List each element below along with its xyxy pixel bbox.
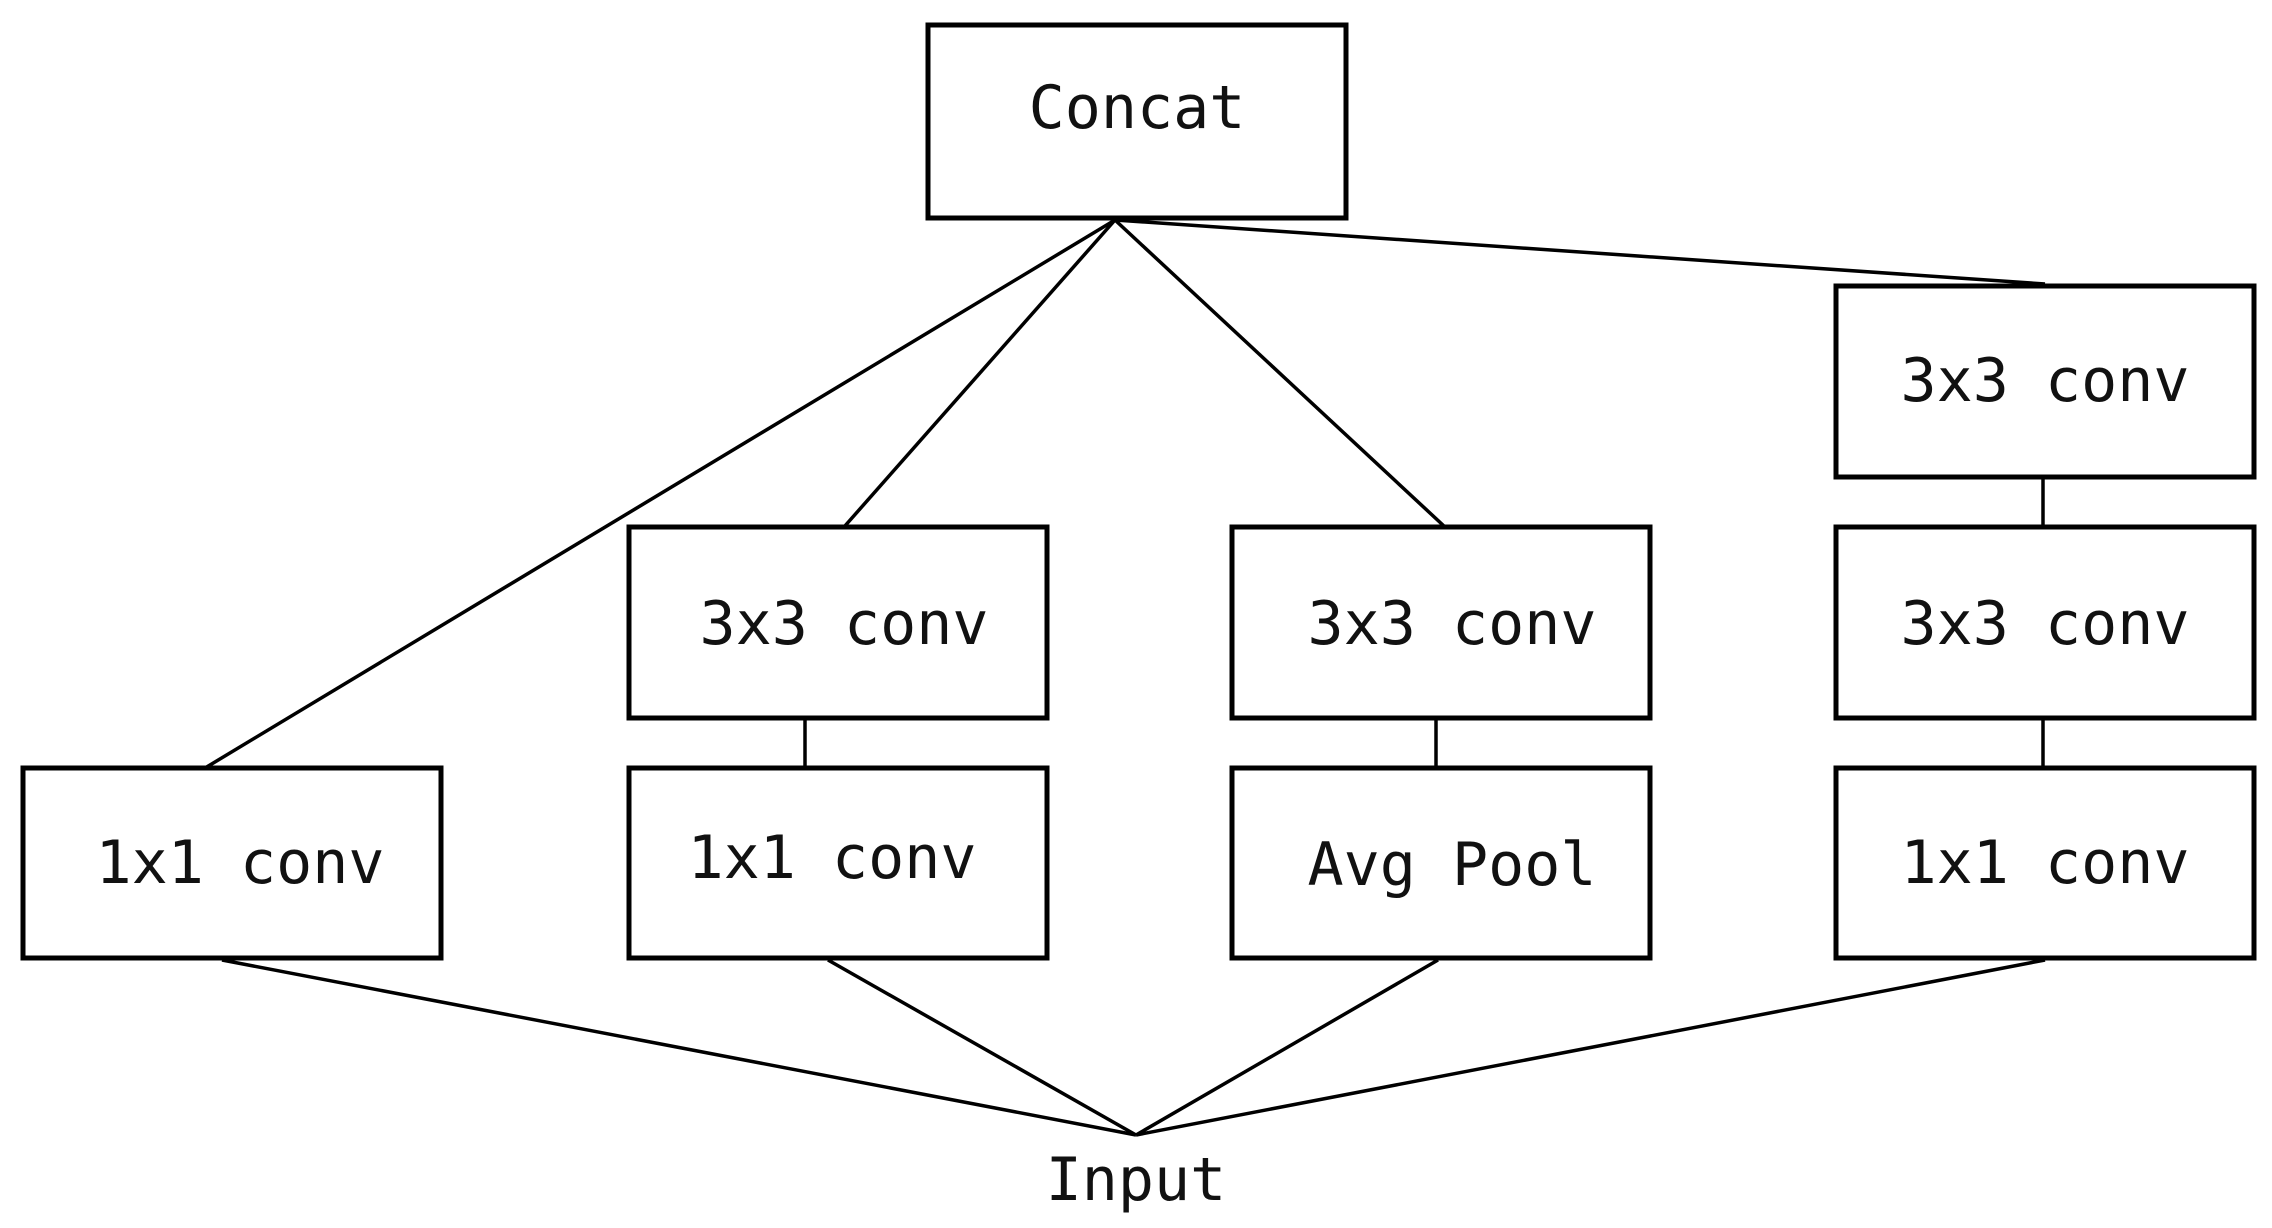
branch4-conv3x3-mid-label: 3x3 conv <box>1901 589 2190 659</box>
branch1-conv1x1-label: 1x1 conv <box>96 828 385 898</box>
branch4-conv1x1-label: 1x1 conv <box>1901 828 2190 898</box>
edge-b1-conv1x1-to-concat <box>204 218 1116 770</box>
concat-node: Concat <box>925 22 1349 221</box>
edge-b3-conv3x3-to-concat <box>1113 218 1447 529</box>
edge-b2-conv3x3-to-concat <box>842 218 1117 529</box>
edge-b4-conv3x3-top-to-concat <box>1114 218 2046 286</box>
edges <box>204 218 2046 1137</box>
branch3-avgpool-label: Avg Pool <box>1308 830 1597 900</box>
edge-input-to-b2-conv1x1 <box>827 958 1137 1137</box>
edge-input-to-b4-conv1x1 <box>1135 958 2046 1137</box>
branch1-conv1x1-node: 1x1 conv <box>20 765 444 961</box>
branch2-conv3x3-label: 3x3 conv <box>700 589 989 659</box>
edge-input-to-b1-conv1x1 <box>221 958 1137 1137</box>
concat-label: Concat <box>1029 73 1246 143</box>
input-label: Input <box>1046 1145 1227 1215</box>
branch2-conv1x1-label: 1x1 conv <box>688 823 977 893</box>
branch4-conv3x3-top-node: 3x3 conv <box>1833 283 2257 480</box>
branch2-conv1x1-node: 1x1 conv <box>626 765 1050 961</box>
branch2-conv3x3-node: 3x3 conv <box>626 524 1050 721</box>
edge-input-to-b3-avgpool <box>1135 958 1439 1137</box>
branch4-conv1x1-node: 1x1 conv <box>1833 765 2257 961</box>
branch3-conv3x3-label: 3x3 conv <box>1308 589 1597 659</box>
branch3-avgpool-node: Avg Pool <box>1229 765 1653 961</box>
branch4-conv3x3-mid-node: 3x3 conv <box>1833 524 2257 721</box>
branch4-conv3x3-top-label: 3x3 conv <box>1901 346 2190 416</box>
branch3-conv3x3-node: 3x3 conv <box>1229 524 1653 721</box>
